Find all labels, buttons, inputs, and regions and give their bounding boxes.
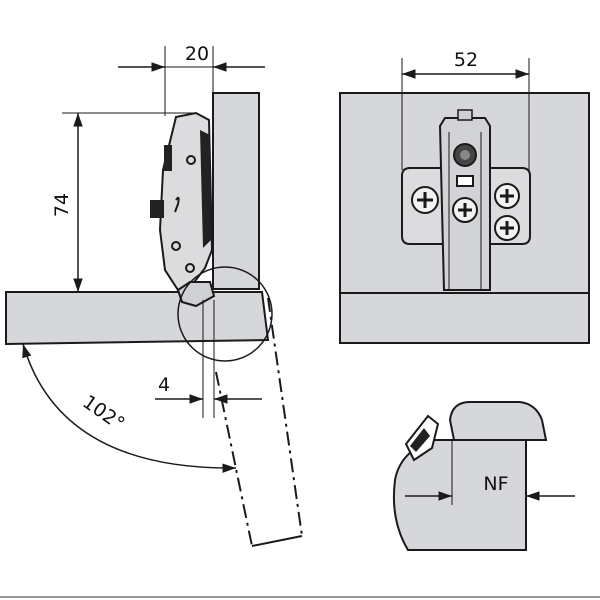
screw-right-bottom [494,215,520,241]
slot-window [456,175,474,187]
dim-52-label: 52 [454,49,478,71]
hinge-pin-1 [186,155,196,165]
hinge-arm-edge [200,130,211,248]
angle-arc [22,343,237,473]
screw-left [411,186,439,214]
screw-right-top [494,183,520,209]
hinge-pin-3 [185,263,195,273]
adjust-screw-top-inner [460,150,470,160]
front-bottom-panel [339,292,590,344]
horizontal-panel [5,291,270,346]
detail-hinge-dark [410,428,430,452]
arm-top-cap [457,109,473,121]
dim-nf-label: NF [483,473,508,495]
detail-view: NF [392,401,575,551]
front-view: 52 [339,49,590,344]
hinge-clip-top [164,145,172,171]
dim-74-label: 74 [51,193,73,217]
hinge-pin-2 [171,241,181,251]
detail-cap [448,401,548,441]
side-view: 20 74 4 102° [5,43,303,547]
dim-4-label: 4 [158,374,170,396]
hinge-mark [174,196,180,213]
cabinet-side-panel [212,92,260,290]
hinge-screw-block [150,200,164,218]
dim-20-label: 20 [185,43,209,65]
angle-label: 102° [78,391,128,435]
screw-center [452,197,478,223]
